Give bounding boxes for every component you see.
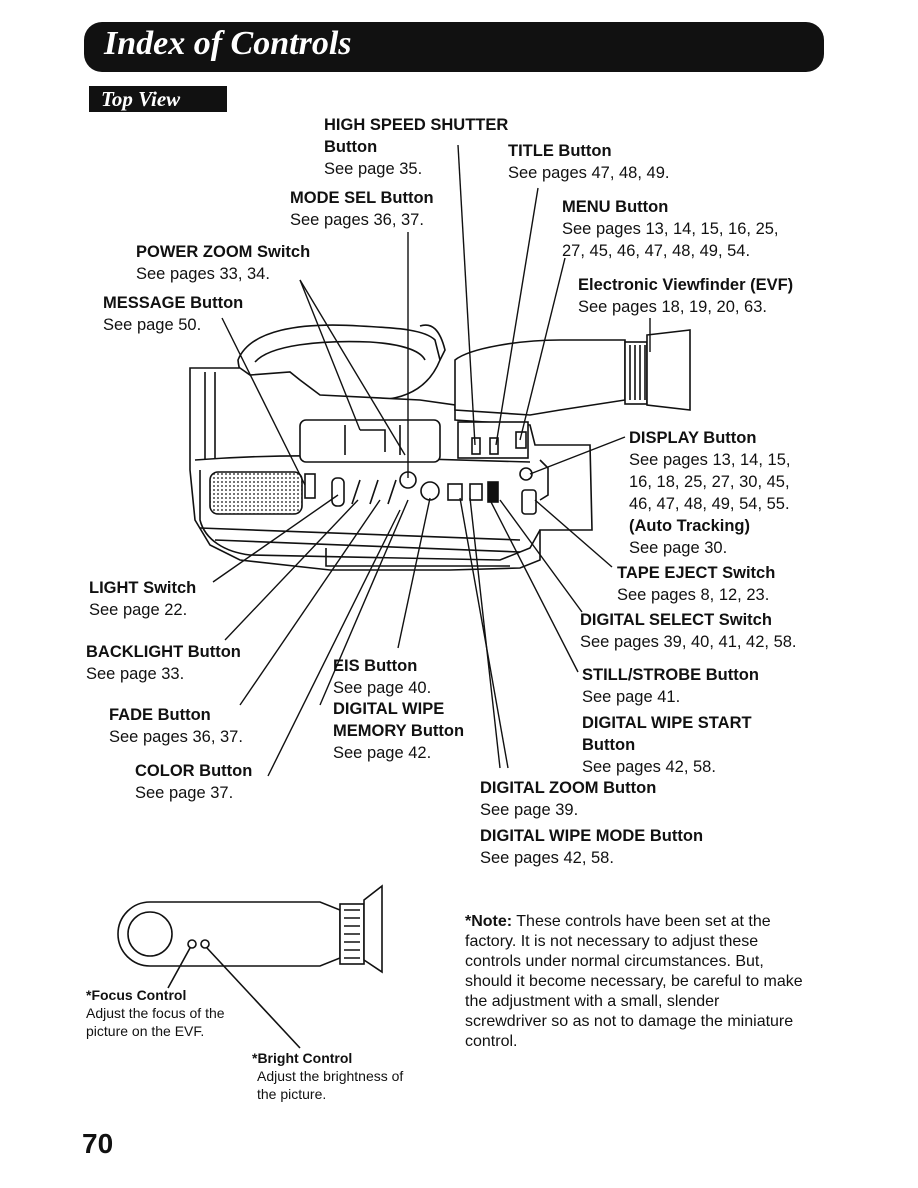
note-heading: *Note: xyxy=(465,913,513,930)
focus-control-label: *Focus Control Adjust the focus of the p… xyxy=(86,986,225,1040)
label-ref: See page 42. xyxy=(333,744,432,762)
label-ref: See page 39. xyxy=(480,801,579,819)
menu-button-label: MENU Button See pages 13, 14, 15, 16, 25… xyxy=(562,196,779,262)
label-ref: See pages 13, 14, 15, 16, 25, xyxy=(562,220,779,238)
digital-wipe-start-label: DIGITAL WIPE START Button See pages 42, … xyxy=(582,712,752,778)
label-name: DIGITAL SELECT Switch xyxy=(580,611,772,629)
leader-lines xyxy=(212,144,651,777)
display-button-label: DISPLAY Button See pages 13, 14, 15, 16,… xyxy=(629,427,790,559)
factory-note: *Note: These controls have been set at t… xyxy=(465,912,805,1052)
label-name: *Bright Control xyxy=(252,1050,353,1066)
label-ref: See pages 47, 48, 49. xyxy=(508,164,670,182)
section-tag: Top View xyxy=(89,86,227,112)
label-name: Electronic Viewfinder (EVF) xyxy=(578,276,794,294)
digital-zoom-label: DIGITAL ZOOM Button See page 39. xyxy=(480,777,656,821)
label-name: DIGITAL ZOOM Button xyxy=(480,779,657,797)
label-ref: See page 40. xyxy=(333,679,432,697)
label-name: MENU Button xyxy=(562,198,669,216)
label-name: DISPLAY Button xyxy=(629,429,757,447)
label-name: TITLE Button xyxy=(508,142,612,160)
digital-wipe-mode-label: DIGITAL WIPE MODE Button See pages 42, 5… xyxy=(480,825,703,869)
label-name: LIGHT Switch xyxy=(89,579,197,597)
label-name: Button xyxy=(582,736,636,754)
note-text: These controls have been set at the fact… xyxy=(465,913,803,1050)
label-name: HIGH SPEED SHUTTER xyxy=(324,116,509,134)
label-name: COLOR Button xyxy=(135,762,253,780)
label-name: STILL/STROBE Button xyxy=(582,666,759,684)
digital-wipe-memory-label: DIGITAL WIPE MEMORY Button See page 42. xyxy=(333,698,464,764)
label-name: MEMORY Button xyxy=(333,722,465,740)
evf-detail-illustration xyxy=(117,884,383,1049)
label-ref: 27, 45, 46, 47, 48, 49, 54. xyxy=(562,242,751,260)
label-name: MODE SEL Button xyxy=(290,189,434,207)
label-ref: Adjust the focus of the xyxy=(86,1005,225,1021)
label-ref: See pages 33, 34. xyxy=(136,265,270,283)
label-ref: See page 41. xyxy=(582,688,681,706)
label-ref: See pages 13, 14, 15, xyxy=(629,451,791,469)
label-name: FADE Button xyxy=(109,706,211,724)
still-strobe-label: STILL/STROBE Button See page 41. xyxy=(582,664,759,708)
label-ref: Adjust the brightness of xyxy=(257,1068,404,1084)
label-name: Button xyxy=(324,138,378,156)
label-subname: (Auto Tracking) xyxy=(629,517,751,535)
high-speed-shutter-label: HIGH SPEED SHUTTER Button See page 35. xyxy=(324,114,508,180)
message-button-label: MESSAGE Button See page 50. xyxy=(103,292,243,336)
label-name: POWER ZOOM Switch xyxy=(136,243,311,261)
label-ref: See pages 39, 40, 41, 42, 58. xyxy=(580,633,797,651)
power-zoom-label: POWER ZOOM Switch See pages 33, 34. xyxy=(136,241,310,285)
page-title: Index of Controls xyxy=(104,25,352,62)
label-ref: See pages 36, 37. xyxy=(109,728,243,746)
label-name: MESSAGE Button xyxy=(103,294,244,312)
mode-sel-label: MODE SEL Button See pages 36, 37. xyxy=(290,187,434,231)
label-ref: See pages 36, 37. xyxy=(290,211,424,229)
bright-control-label: *Bright Control Adjust the brightness of… xyxy=(252,1049,403,1103)
label-ref: 16, 18, 25, 27, 30, 45, xyxy=(629,473,790,491)
label-name: DIGITAL WIPE START xyxy=(582,714,752,732)
page-number: 70 xyxy=(82,1128,114,1159)
label-name: TAPE EJECT Switch xyxy=(617,564,776,582)
label-name: *Focus Control xyxy=(86,987,187,1003)
eis-button-label: EIS Button See page 40. xyxy=(333,655,431,699)
label-name: BACKLIGHT Button xyxy=(86,643,241,661)
label-ref: 46, 47, 48, 49, 54, 55. xyxy=(629,495,790,513)
label-name: EIS Button xyxy=(333,657,418,675)
label-ref: See page 33. xyxy=(86,665,185,683)
tape-eject-label: TAPE EJECT Switch See pages 8, 12, 23. xyxy=(617,562,775,606)
label-ref: See page 50. xyxy=(103,316,202,334)
fade-button-label: FADE Button See pages 36, 37. xyxy=(109,704,243,748)
color-button-label: COLOR Button See page 37. xyxy=(135,760,252,804)
title-button-label: TITLE Button See pages 47, 48, 49. xyxy=(508,140,669,184)
camcorder-body xyxy=(189,324,691,571)
label-ref: See pages 42, 58. xyxy=(582,758,716,776)
label-ref: See page 35. xyxy=(324,160,423,178)
digital-select-label: DIGITAL SELECT Switch See pages 39, 40, … xyxy=(580,609,797,653)
label-ref: the picture. xyxy=(257,1086,327,1102)
section-title: Top View xyxy=(101,87,181,111)
label-ref: See page 37. xyxy=(135,784,234,802)
label-name: DIGITAL WIPE xyxy=(333,700,445,718)
label-ref: picture on the EVF. xyxy=(86,1023,205,1039)
label-ref: See pages 42, 58. xyxy=(480,849,614,867)
label-ref: See pages 18, 19, 20, 63. xyxy=(578,298,767,316)
label-ref: See page 22. xyxy=(89,601,188,619)
label-name: DIGITAL WIPE MODE Button xyxy=(480,827,704,845)
backlight-button-label: BACKLIGHT Button See page 33. xyxy=(86,641,241,685)
light-switch-label: LIGHT Switch See page 22. xyxy=(89,577,196,621)
evf-label: Electronic Viewfinder (EVF) See pages 18… xyxy=(578,274,793,318)
title-banner: Index of Controls xyxy=(84,22,824,72)
label-ref: See page 30. xyxy=(629,539,728,557)
label-ref: See pages 8, 12, 23. xyxy=(617,586,770,604)
